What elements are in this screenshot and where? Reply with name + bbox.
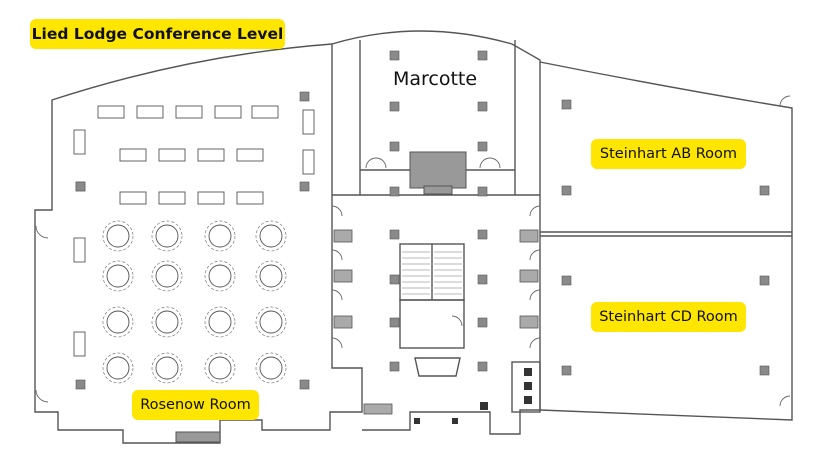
map-title: Lied Lodge Conference Level (30, 19, 285, 49)
rosenow-room-label[interactable]: Rosenow Room (132, 390, 259, 420)
rosenow-stage (175, 431, 221, 443)
marcotte-room-label[interactable]: Marcotte (392, 68, 478, 90)
steinhart-outline (539, 61, 793, 421)
center-section-outline (331, 30, 541, 435)
rosenow-room-outline (34, 43, 363, 444)
marcotte-stage (409, 151, 467, 189)
steinhart-cd-room-label[interactable]: Steinhart CD Room (591, 302, 746, 332)
steinhart-ab-room-label[interactable]: Steinhart AB Room (591, 139, 746, 169)
